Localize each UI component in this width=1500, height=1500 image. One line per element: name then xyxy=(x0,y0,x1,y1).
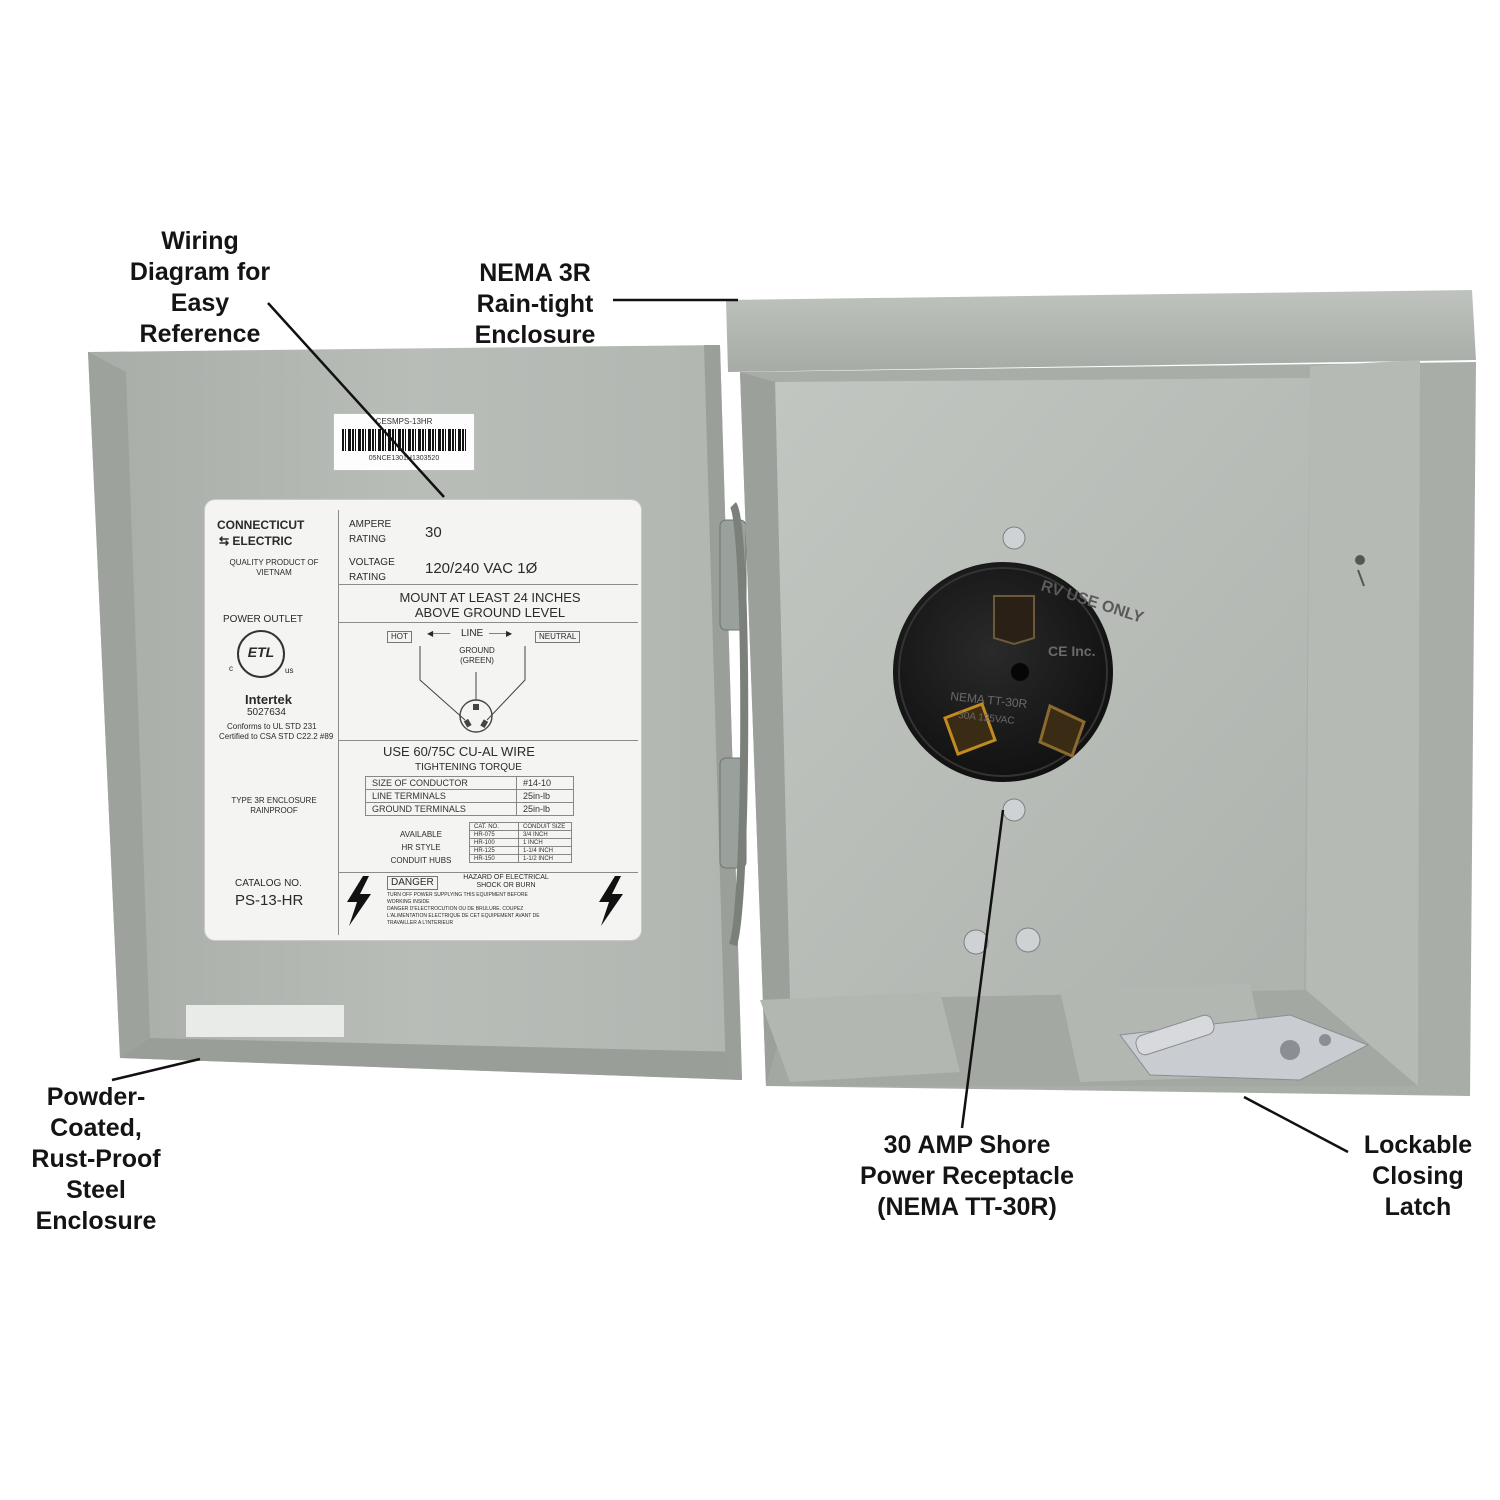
callout-latch: Lockable Closing Latch xyxy=(1363,1131,1473,1221)
barcode-sticker: CESMPS-13HR 05NCE1301H1303520 xyxy=(333,413,475,471)
lab-name: Intertek xyxy=(245,692,292,707)
ground-slot xyxy=(993,595,1035,646)
ampere-value: 30 xyxy=(425,524,442,541)
table-cell: 25in-lb xyxy=(516,802,574,816)
leader-latch xyxy=(1243,1095,1349,1154)
receptacle-brand-text: CE Inc. xyxy=(1048,643,1095,659)
catalog-label: CATALOG NO. xyxy=(235,878,302,889)
leader-wiring xyxy=(267,302,445,498)
top-screw xyxy=(1002,526,1026,550)
leader-receptacle xyxy=(960,809,1005,1129)
hubs-label: AVAILABLE HR STYLE CONDUIT HUBS xyxy=(390,830,452,865)
lab-number: 5027634 xyxy=(247,707,286,718)
wiring-diagram xyxy=(419,646,526,733)
hazard-text: HAZARD OF ELECTRICAL SHOCK OR BURN xyxy=(463,874,549,889)
torque-table: SIZE OF CONDUCTOR #14-10 LINE TERMINALS … xyxy=(365,776,574,816)
standard-2: Certified to CSA STD C22.2 #89 xyxy=(219,732,334,741)
table-cell: 1-1/2 INCH xyxy=(518,854,572,863)
neutral-slot xyxy=(1038,703,1086,759)
barcode-bars xyxy=(342,429,466,451)
brand-logo-row: ⇆ ELECTRIC xyxy=(219,534,292,548)
callout-rain-tight-enclosure: NEMA 3R Rain-tight Enclosure xyxy=(474,259,596,349)
callout-powder-coated: Powder- Coated, Rust-Proof Steel Enclosu… xyxy=(31,1083,161,1235)
etl-cert-icon: ETL xyxy=(237,630,285,678)
callout-wiring-diagram: Wiring Diagram for Easy Reference xyxy=(129,227,271,348)
etl-us: us xyxy=(285,666,294,675)
torque-heading: TIGHTENING TORQUE xyxy=(415,762,522,773)
ampere-label: AMPERE RATING xyxy=(349,519,392,545)
hot-slot xyxy=(943,702,997,756)
barcode-top-text: CESMPS-13HR xyxy=(375,417,433,426)
hot-terminal-label: HOT xyxy=(387,631,412,643)
brand-line2: ELECTRIC xyxy=(232,534,293,548)
table-row: HR-150 1-1/2 INCH xyxy=(469,854,572,863)
neutral-terminal-label: NEUTRAL xyxy=(535,631,581,643)
rating-label: CONNECTICUT ⇆ ELECTRIC QUALITY PRODUCT O… xyxy=(205,500,641,940)
line-arrow: ◀─── xyxy=(427,629,451,638)
enclosure-type: TYPE 3R ENCLOSURE RAINPROOF xyxy=(231,796,317,815)
tt30r-receptacle xyxy=(893,562,1113,782)
plug-face-icon xyxy=(459,699,493,733)
ground-screw-right xyxy=(1015,927,1041,953)
voltage-value: 120/240 VAC 1Ø xyxy=(425,560,538,577)
wire-spec: USE 60/75C CU-AL WIRE xyxy=(383,744,535,759)
warning-french: DANGER D'ELECTROCUTION OU DE BRULURE. CO… xyxy=(387,906,540,926)
voltage-label: VOLTAGE RATING xyxy=(349,557,395,583)
origin-text: QUALITY PRODUCT OF VIETNAM xyxy=(229,558,319,577)
table-row: LINE TERMINALS 25in-lb xyxy=(365,789,574,803)
lightning-icon-right xyxy=(599,876,623,926)
ground-screw-left xyxy=(963,929,989,955)
warning-english: TURN OFF POWER SUPPLYING THIS EQUIPMENT … xyxy=(387,892,528,905)
standard-1: Conforms to UL STD 231 xyxy=(227,722,317,731)
door-hinge xyxy=(719,502,749,947)
catalog-number: PS-13-HR xyxy=(235,892,304,909)
lightning-icon-left xyxy=(347,876,371,926)
callout-receptacle: 30 AMP Shore Power Receptacle (NEMA TT-3… xyxy=(860,1131,1074,1221)
ground-label: GROUND (GREEN) xyxy=(459,646,495,665)
leader-coating xyxy=(111,1057,201,1082)
hubs-table: CAT. NO. CONDUIT SIZE HR-075 3/4 INCH HR… xyxy=(469,822,572,863)
bottom-tab-left xyxy=(760,992,960,1082)
brand-line1: CONNECTICUT xyxy=(217,518,305,532)
danger-label: DANGER xyxy=(387,876,438,890)
line-arrow-right: ───▶ xyxy=(489,629,513,638)
line-label: LINE xyxy=(461,628,484,639)
center-hole xyxy=(1011,663,1029,681)
table-row: GROUND TERMINALS 25in-lb xyxy=(365,802,574,816)
etl-c: c xyxy=(229,664,233,673)
mount-instruction: MOUNT AT LEAST 24 INCHES ABOVE GROUND LE… xyxy=(399,590,581,620)
product-type: POWER OUTLET xyxy=(223,614,304,625)
barcode-bottom-text: 05NCE1301H1303520 xyxy=(368,455,440,462)
brand-logo-icon: ⇆ xyxy=(219,534,233,548)
etl-mark: ETL xyxy=(247,644,275,660)
closing-latch xyxy=(1119,1014,1370,1081)
drain-label-patch xyxy=(186,1005,344,1037)
